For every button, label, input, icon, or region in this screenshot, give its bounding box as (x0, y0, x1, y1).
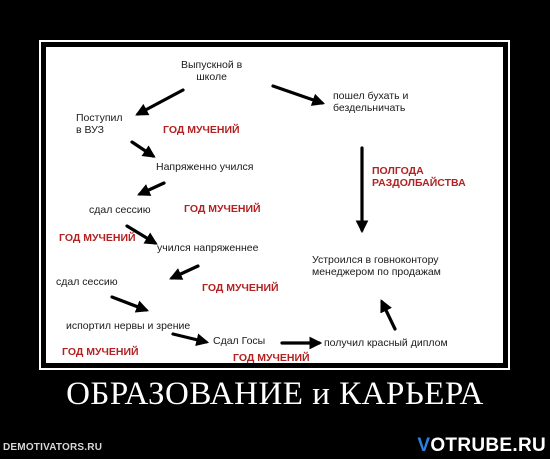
poster-title: ОБРАЗОВАНИЕ и КАРЬЕРА (66, 376, 484, 412)
node-ruined-nerves: испортил нервы и зрение (66, 320, 191, 332)
node-entered-university: Поступил в ВУЗ (76, 112, 123, 136)
node-passed-session-1: сдал сессию (89, 204, 151, 216)
node-went-drinking: пошел бухать и бездельничать (333, 90, 408, 114)
node-got-job-line1: Устроился в говноконтору (312, 254, 439, 266)
node-entered-university-line2: в ВУЗ (76, 124, 104, 136)
label-year-of-torment-4: ГОД МУЧЕНИЙ (202, 282, 279, 294)
watermark-demotivators: DEMOTIVATORS.RU (3, 442, 103, 453)
label-year-of-torment-2: ГОД МУЧЕНИЙ (184, 203, 261, 215)
watermark-votrube-accent: V (417, 435, 431, 456)
watermark-votrube-rest: OTRUBE.RU (430, 435, 546, 456)
node-got-job: Устроился в говноконтору менеджером по п… (312, 254, 441, 278)
node-studied-harder: учился напряженнее (157, 242, 259, 254)
node-got-red-diploma: получил красный диплом (324, 337, 448, 349)
node-graduation-line2: школе (196, 71, 227, 83)
node-passed-state-exams: Сдал Госы (213, 335, 266, 347)
poster-frame (39, 40, 510, 370)
label-year-of-torment-6: ГОД МУЧЕНИЙ (233, 352, 310, 364)
node-went-drinking-line1: пошел бухать и (333, 90, 409, 102)
label-year-of-torment-5: ГОД МУЧЕНИЙ (62, 346, 139, 358)
node-graduation: Выпускной в школе (181, 59, 242, 83)
node-graduation-line1: Выпускной в (181, 59, 243, 71)
node-went-drinking-line2: бездельничать (333, 102, 406, 114)
node-studied-hard: Напряженно учился (156, 161, 254, 173)
node-entered-university-line1: Поступил (76, 112, 123, 124)
node-got-job-line2: менеджером по продажам (312, 266, 441, 278)
label-year-of-torment-3: ГОД МУЧЕНИЙ (59, 232, 136, 244)
label-year-of-torment-1: ГОД МУЧЕНИЙ (163, 124, 240, 136)
watermark-votrube: VOTRUBE.RU (417, 435, 546, 457)
label-half-year-slacking: ПОЛГОДА РАЗДОЛБАЙСТВА (372, 165, 466, 189)
node-passed-session-2: сдал сессию (56, 276, 118, 288)
label-half-year-slacking-line1: ПОЛГОДА (372, 165, 424, 177)
label-half-year-slacking-line2: РАЗДОЛБАЙСТВА (372, 177, 466, 189)
